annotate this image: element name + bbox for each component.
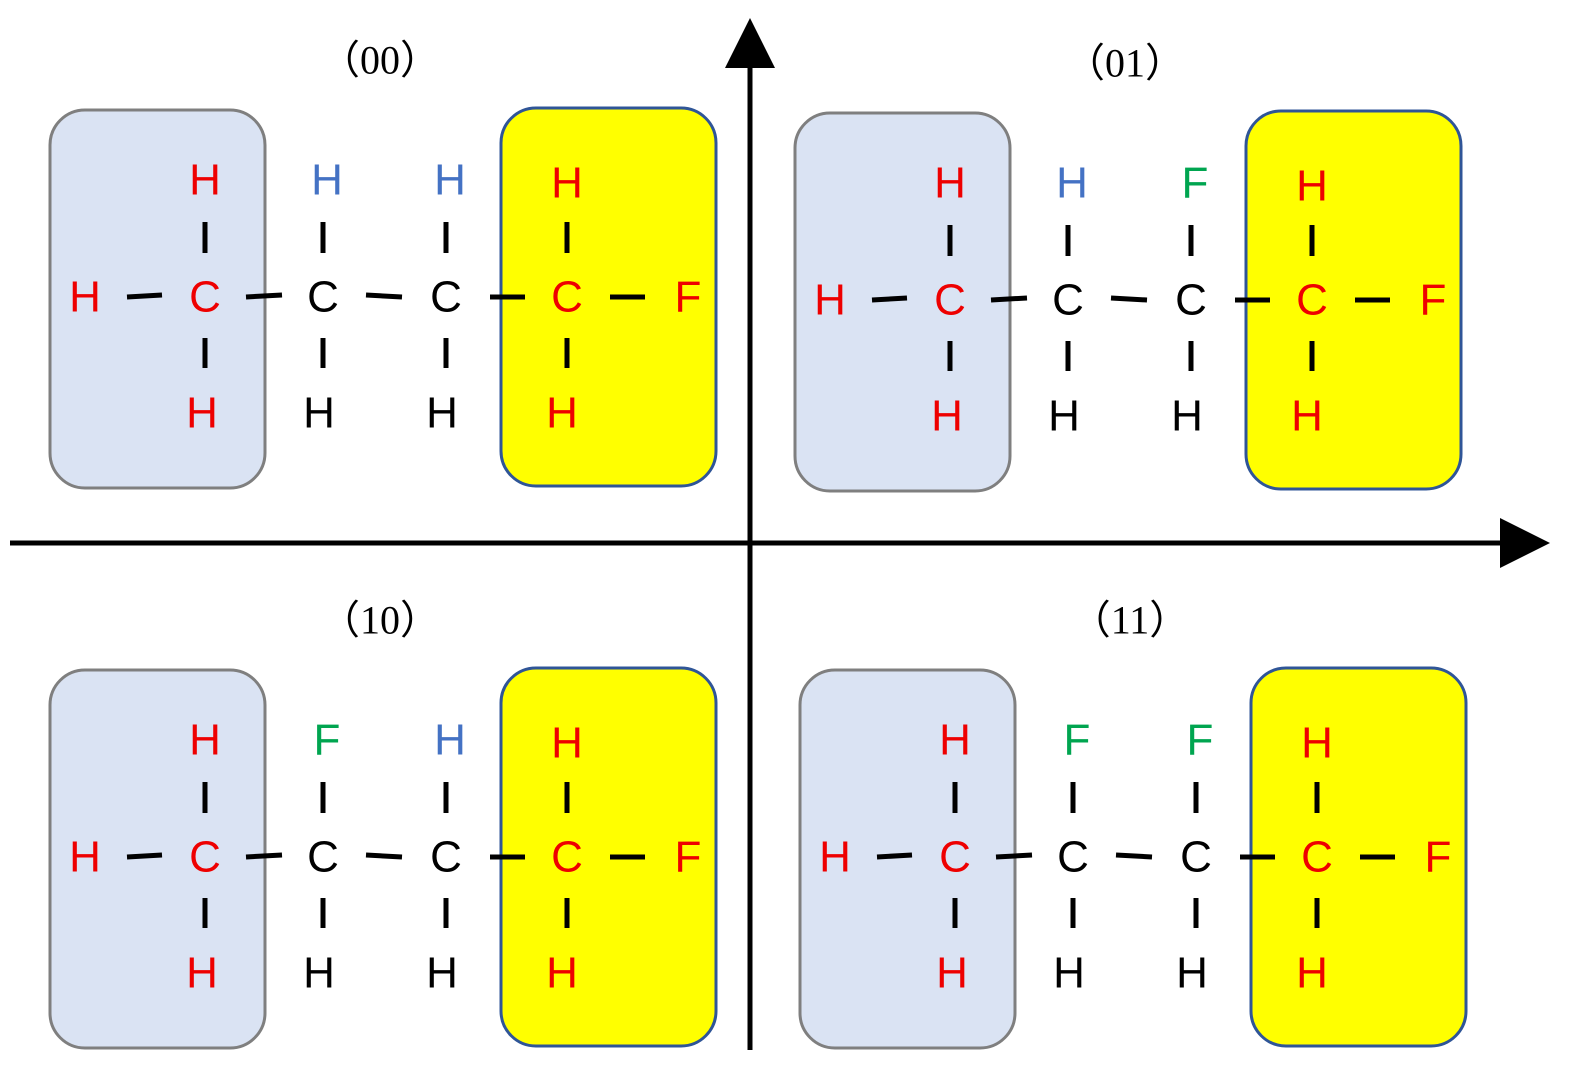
bond-c1-c2 <box>245 292 283 300</box>
atom-h: H <box>189 716 221 765</box>
atom-h: H <box>546 389 578 438</box>
bond-h-c1 <box>126 292 163 300</box>
quadrant-0: （00） H H C H H C H H C H H C F H <box>48 38 718 490</box>
atom-c: C <box>939 833 971 882</box>
atom-c: C <box>551 273 583 322</box>
atom-f: F <box>314 716 341 765</box>
atom-h: H <box>1176 949 1208 998</box>
atom-h: H <box>189 156 221 205</box>
atom-c: C <box>430 833 462 882</box>
bond-c2-c3 <box>1110 295 1148 303</box>
atom-f: F <box>675 273 702 322</box>
atom-f: F <box>675 833 702 882</box>
atom-h: H <box>939 716 971 765</box>
atom-h: H <box>1301 719 1333 768</box>
atom-c: C <box>307 833 339 882</box>
quadrant-3: （11） H H C H F C H F C H H C F H <box>798 598 1468 1050</box>
atom-f: F <box>1420 276 1447 325</box>
atom-f: F <box>1064 716 1091 765</box>
atom-c: C <box>189 273 221 322</box>
atom-h: H <box>69 273 101 322</box>
atom-h: H <box>1291 392 1323 441</box>
atom-h: H <box>426 389 458 438</box>
atom-c: C <box>189 833 221 882</box>
atom-h: H <box>934 159 966 208</box>
bond-h-c1 <box>876 852 913 860</box>
atom-c: C <box>1180 833 1212 882</box>
methyl-group-box <box>793 111 1012 493</box>
bond-c1-c2 <box>245 852 283 860</box>
bond-h-c1 <box>871 295 908 303</box>
atom-h: H <box>303 389 335 438</box>
atom-h: H <box>69 833 101 882</box>
atom-h: H <box>551 159 583 208</box>
atom-h: H <box>931 392 963 441</box>
quadrant-label: （11） <box>1071 598 1190 643</box>
atom-h: H <box>1171 392 1203 441</box>
atom-f: F <box>1187 716 1214 765</box>
bond-c2-c3 <box>1115 852 1153 860</box>
bond-h-c1 <box>126 852 163 860</box>
atom-h: H <box>546 949 578 998</box>
quadrant-1: （01） H H C H H C H F C H H C F H <box>793 41 1463 493</box>
atom-h: H <box>551 719 583 768</box>
atom-h: H <box>186 389 218 438</box>
atom-h: H <box>936 949 968 998</box>
atom-c: C <box>1296 276 1328 325</box>
atom-c: C <box>1175 276 1207 325</box>
atom-c: C <box>551 833 583 882</box>
atom-c: C <box>307 273 339 322</box>
quadrant-label: （10） <box>320 598 440 643</box>
atom-c: C <box>1057 833 1089 882</box>
atom-h: H <box>426 949 458 998</box>
quadrant-2: （10） H H C H F C H H C H H C F H <box>48 598 718 1050</box>
atom-f: F <box>1425 833 1452 882</box>
atom-f: F <box>1182 159 1209 208</box>
atom-h: H <box>1053 949 1085 998</box>
methyl-group-box <box>48 668 267 1050</box>
atom-h: H <box>303 949 335 998</box>
quadrant-label: （00） <box>320 38 440 83</box>
atom-h: H <box>1296 949 1328 998</box>
atom-c: C <box>430 273 462 322</box>
atom-c: C <box>1301 833 1333 882</box>
atom-h: H <box>434 716 466 765</box>
bond-c2-c3 <box>365 852 403 860</box>
atom-h: H <box>1056 159 1088 208</box>
bond-c1-c2 <box>990 295 1028 303</box>
atom-c: C <box>1052 276 1084 325</box>
atom-h: H <box>814 276 846 325</box>
quadrant-label: （01） <box>1065 41 1185 86</box>
bond-c2-c3 <box>365 292 403 300</box>
atom-h: H <box>434 156 466 205</box>
atom-h: H <box>186 949 218 998</box>
atom-h: H <box>1296 162 1328 211</box>
atom-h: H <box>311 156 343 205</box>
methyl-group-box <box>48 108 267 490</box>
atom-h: H <box>1048 392 1080 441</box>
atom-h: H <box>819 833 851 882</box>
methyl-group-box <box>798 668 1017 1050</box>
bond-c1-c2 <box>995 852 1033 860</box>
atom-c: C <box>934 276 966 325</box>
